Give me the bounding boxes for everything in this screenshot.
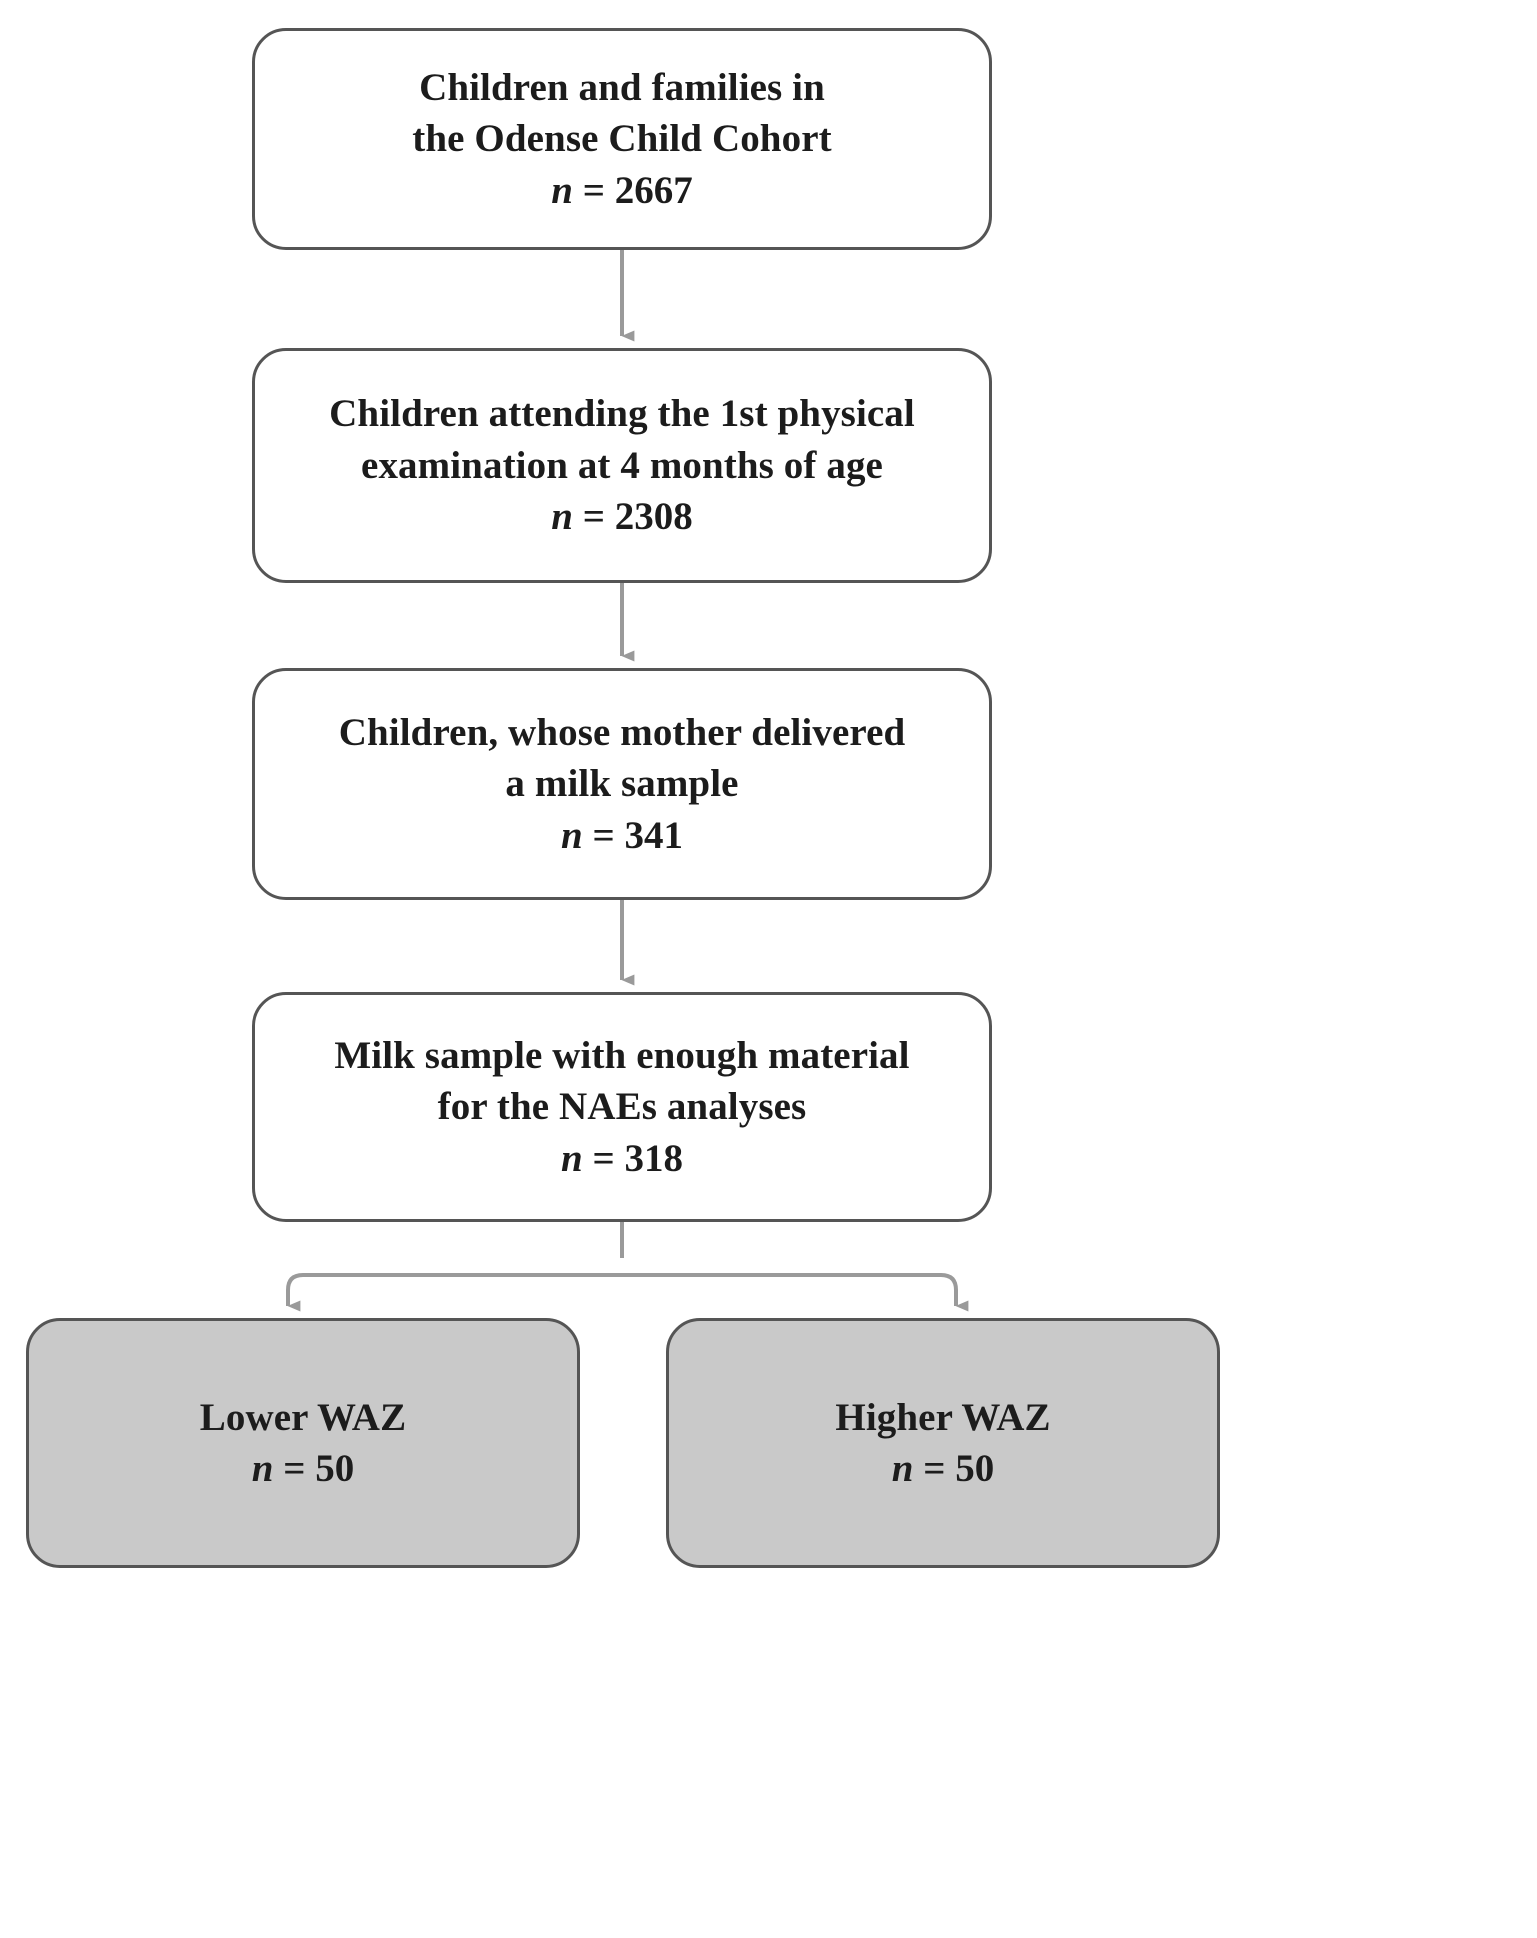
flow-node-examination-count: n = 2308 <box>551 491 692 542</box>
flow-node-higher-waz-count: n = 50 <box>892 1443 994 1494</box>
n-value: 2667 <box>614 168 693 212</box>
flow-node-examination-line2: examination at 4 months of age <box>361 443 883 487</box>
flow-node-higher-waz: Higher WAZ n = 50 <box>666 1318 1220 1568</box>
n-symbol: n <box>551 495 573 539</box>
n-value: 50 <box>955 1447 995 1490</box>
n-value: 50 <box>315 1447 355 1490</box>
flow-node-cohort: Children and families in the Odense Chil… <box>252 28 992 250</box>
n-value: 318 <box>624 1136 683 1180</box>
connector-naes-branch <box>286 1222 958 1296</box>
flow-node-cohort-line2: the Odense Child Cohort <box>412 117 832 161</box>
n-symbol: n <box>551 168 573 212</box>
flow-node-naes-analyses-count: n = 318 <box>561 1133 683 1184</box>
n-equals: = <box>273 1447 316 1490</box>
flow-node-milk-sample-line1: Children, whose mother delivered <box>338 710 906 754</box>
n-symbol: n <box>891 1447 914 1490</box>
flow-node-lower-waz-count: n = 50 <box>252 1443 354 1494</box>
flow-node-higher-waz-label: Higher WAZ <box>835 1395 1051 1439</box>
flow-node-lower-waz: Lower WAZ n = 50 <box>26 1318 580 1568</box>
n-symbol: n <box>561 813 583 857</box>
n-value: 2308 <box>614 495 693 539</box>
flow-node-cohort-line1: Children and families in <box>419 65 825 109</box>
n-equals: = <box>572 495 615 539</box>
flow-node-examination: Children attending the 1st physical exam… <box>252 348 992 583</box>
flow-node-naes-analyses: Milk sample with enough material for the… <box>252 992 992 1222</box>
n-symbol: n <box>561 1136 583 1180</box>
flow-node-milk-sample: Children, whose mother delivered a milk … <box>252 668 992 900</box>
flow-node-cohort-count: n = 2667 <box>551 165 692 216</box>
flow-node-examination-line1: Children attending the 1st physical <box>329 392 915 436</box>
n-equals: = <box>582 813 625 857</box>
flow-node-naes-analyses-line1: Milk sample with enough material <box>334 1033 910 1077</box>
n-symbol: n <box>251 1447 274 1490</box>
flow-node-naes-analyses-line2: for the NAEs analyses <box>437 1085 807 1129</box>
flow-node-milk-sample-count: n = 341 <box>561 810 683 861</box>
n-value: 341 <box>624 813 683 857</box>
n-equals: = <box>913 1447 956 1490</box>
flow-node-milk-sample-line2: a milk sample <box>505 762 739 806</box>
flow-node-lower-waz-label: Lower WAZ <box>199 1395 407 1439</box>
n-equals: = <box>572 168 615 212</box>
n-equals: = <box>582 1136 625 1180</box>
